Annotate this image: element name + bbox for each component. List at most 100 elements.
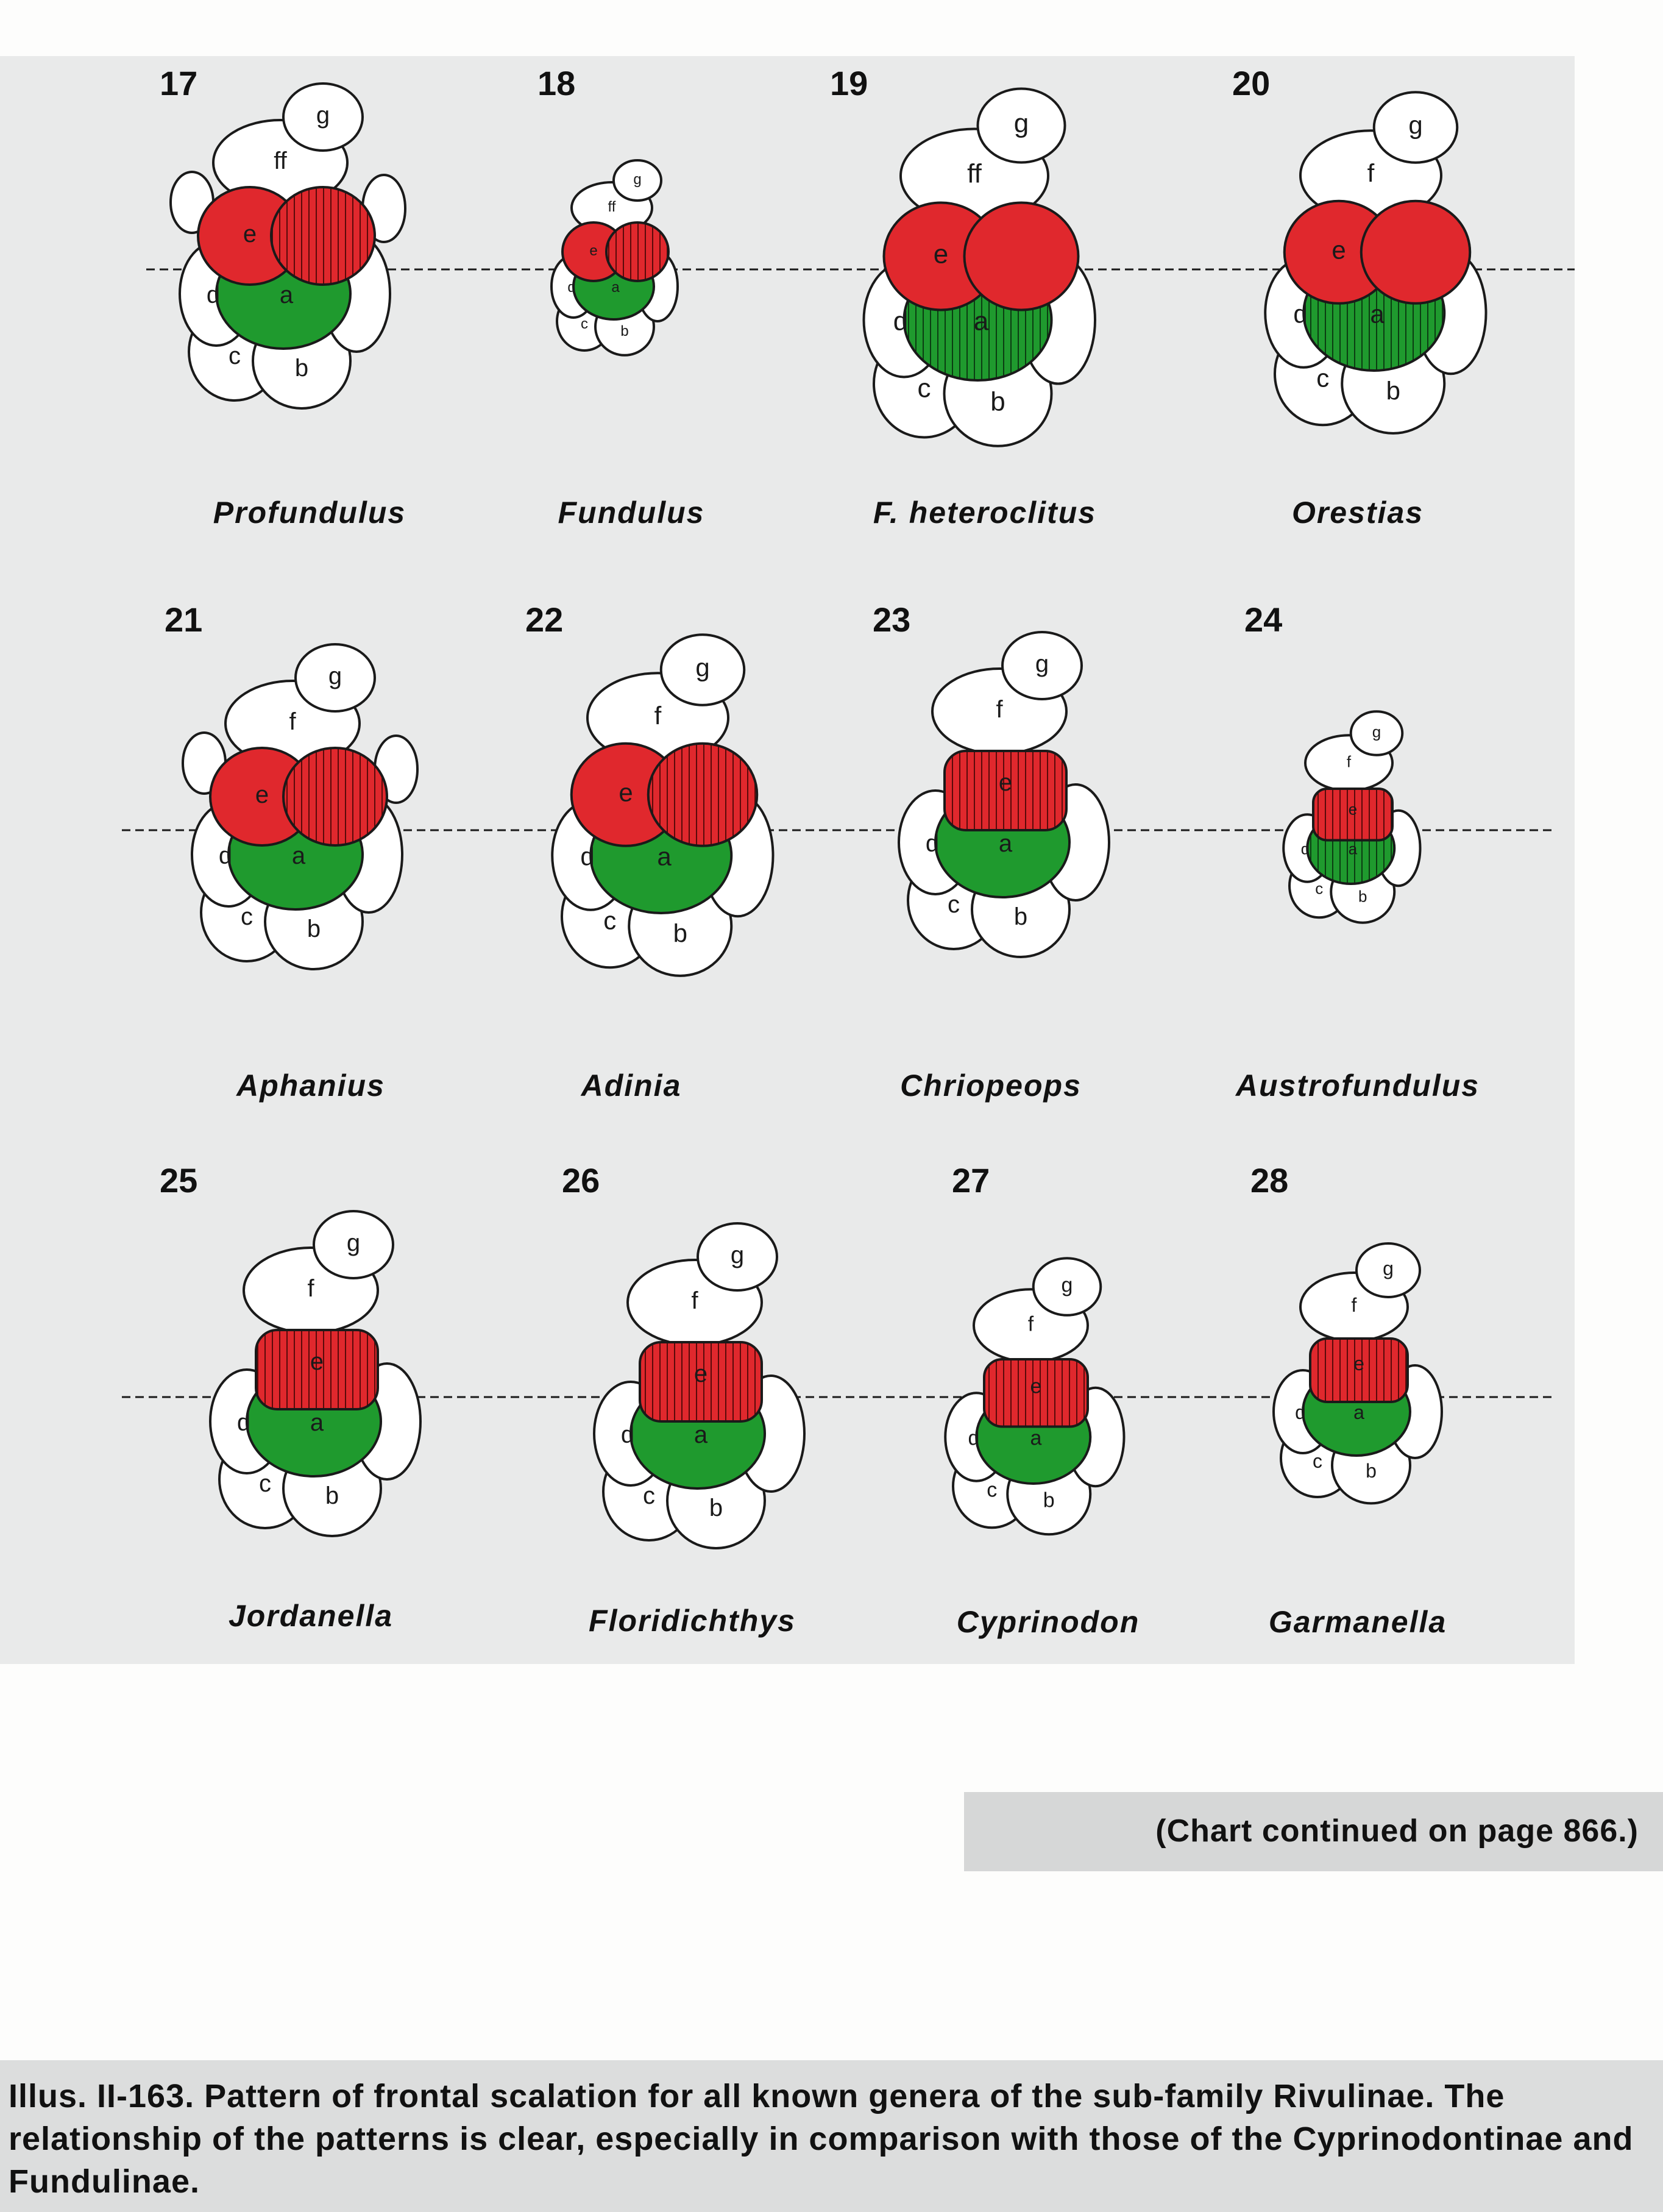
scale-letter: b — [620, 323, 628, 340]
scale-letter: b — [1014, 903, 1027, 930]
genus-label: Cyprinodon — [956, 1605, 1140, 1639]
panel-number: 25 — [160, 1161, 198, 1200]
genus-label: Orestias — [1291, 496, 1424, 530]
scale-e-right — [647, 742, 759, 847]
scale-letter: c — [987, 1478, 997, 1501]
scale-g — [1349, 710, 1404, 756]
scale-letter: d — [893, 307, 908, 336]
scale-letter: c — [229, 343, 241, 369]
scale-letter: b — [990, 387, 1005, 417]
scale-letter: ff — [967, 159, 982, 189]
scale-letter: b — [307, 916, 321, 942]
scale-e — [1309, 1337, 1409, 1403]
scale-e — [1312, 788, 1394, 842]
genus-label: Austrofundulus — [1235, 1069, 1480, 1103]
panel-number: 26 — [562, 1161, 600, 1200]
scale-letter: a — [310, 1409, 324, 1436]
scale-g — [1355, 1242, 1421, 1298]
scale-g — [1032, 1257, 1102, 1317]
scale-g — [659, 633, 746, 706]
scale-letter: f — [1367, 158, 1375, 187]
scale-letter: ff — [608, 199, 616, 215]
scale-g — [1372, 91, 1459, 164]
scale-letter: g — [633, 171, 641, 188]
scale-letter: d — [621, 1421, 634, 1448]
figure-caption: Illus. II-163. Pattern of frontal scalat… — [0, 2060, 1663, 2212]
scale-letter: b — [1043, 1488, 1055, 1512]
panel-number: 27 — [952, 1161, 990, 1200]
scale-letter: b — [1358, 887, 1367, 905]
scale-letter: f — [1347, 752, 1352, 770]
scale-e-right — [963, 201, 1080, 311]
scale-letter: a — [611, 279, 620, 296]
scale-letter: f — [1352, 1294, 1357, 1316]
scale-letter: g — [1383, 1257, 1394, 1279]
scale-letter: e — [934, 240, 948, 269]
scale-e-right — [605, 221, 670, 282]
scale-g — [612, 159, 662, 202]
scale-e — [983, 1358, 1089, 1428]
scale-letter: d — [968, 1426, 980, 1449]
scale-letter: e — [310, 1348, 324, 1375]
scale-letter: e — [255, 781, 269, 808]
scale-letter: g — [1014, 108, 1029, 138]
genus-label: Floridichthys — [589, 1604, 796, 1638]
scale-letter: b — [295, 355, 308, 382]
scale-letter: c — [1316, 363, 1329, 392]
scale-letter: g — [347, 1229, 360, 1256]
scale-g — [697, 1222, 778, 1292]
scale-e — [255, 1329, 379, 1410]
scale-letter: a — [1349, 839, 1358, 858]
scale-letter: a — [999, 830, 1013, 857]
scale-letter: a — [657, 842, 672, 870]
scale-e — [639, 1341, 763, 1423]
scale-letter: g — [316, 102, 330, 129]
scale-letter: a — [694, 1421, 708, 1448]
scale-letter: g — [695, 653, 709, 682]
scale-letter: e — [999, 769, 1012, 796]
scale-e-right — [282, 747, 388, 847]
scale-letter: c — [918, 374, 931, 404]
genus-label: Aphanius — [236, 1069, 385, 1103]
scale-letter: f — [1028, 1312, 1034, 1335]
scale-letter: e — [243, 221, 257, 247]
genus-label: Chriopeops — [900, 1069, 1082, 1103]
scale-letter: f — [691, 1287, 698, 1314]
scale-letter: c — [581, 316, 588, 332]
scale-letter: d — [1301, 839, 1310, 858]
scale-g — [313, 1210, 394, 1279]
scale-letter: e — [694, 1360, 707, 1387]
scale-e-right — [270, 186, 376, 286]
scale-letter: e — [1331, 235, 1346, 264]
panel-number: 23 — [873, 600, 911, 639]
scale-letter: c — [603, 906, 616, 934]
panel-number: 19 — [830, 64, 868, 102]
scale-letter: c — [259, 1470, 271, 1497]
panel-number: 17 — [160, 64, 198, 102]
panel-number: 28 — [1250, 1161, 1289, 1200]
scale-letter: c — [241, 903, 253, 930]
scale-letter: f — [996, 696, 1003, 723]
caption-text: Illus. II-163. Pattern of frontal scalat… — [9, 2078, 1634, 2200]
scale-letter: d — [580, 842, 594, 870]
scale-letter: b — [709, 1495, 723, 1521]
scale-letter: ff — [274, 148, 287, 174]
scale-letter: d — [1295, 1401, 1306, 1423]
scale-letter: d — [926, 830, 939, 857]
scale-letter: a — [292, 842, 306, 869]
scale-g — [294, 643, 376, 713]
scale-e — [943, 750, 1068, 831]
scale-letter: b — [325, 1482, 339, 1509]
scale-letter: g — [731, 1242, 744, 1268]
